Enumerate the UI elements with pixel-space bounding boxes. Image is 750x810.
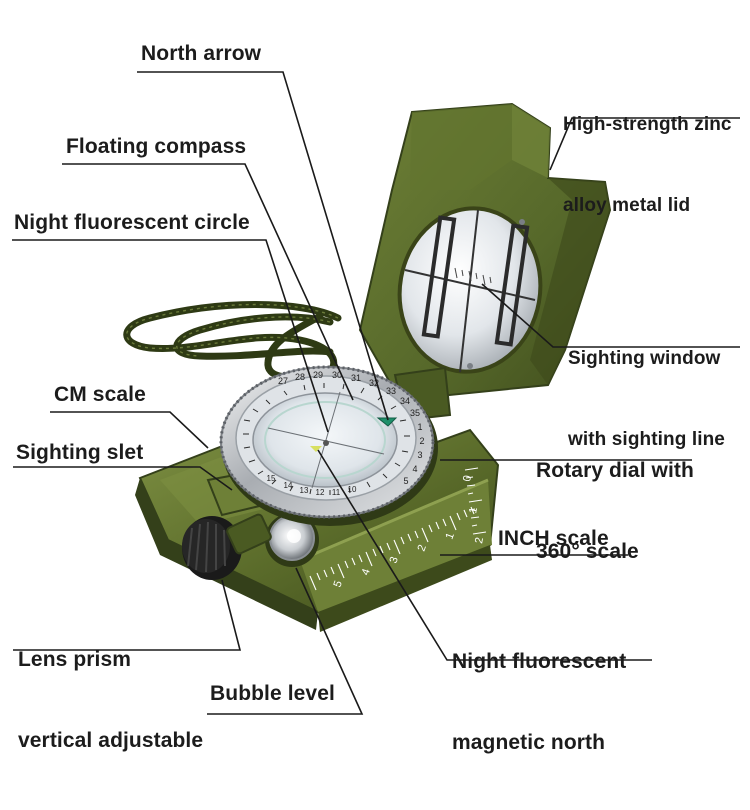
sighting-window xyxy=(397,206,543,374)
label-cm-scale: CM scale xyxy=(54,383,146,406)
label-lens-prism-line2: vertical adjustable xyxy=(18,729,204,752)
label-magnetic-north-line1: Night fluorescent xyxy=(452,650,627,673)
bubble-level xyxy=(265,513,319,567)
leader-night-circle xyxy=(12,239,329,433)
cm-tick-label: 2 xyxy=(416,543,429,553)
magnetic-north-marker xyxy=(310,446,322,452)
degree-label: 4 xyxy=(412,464,417,474)
degree-label: 3 xyxy=(417,450,422,460)
degree-label: 32 xyxy=(369,378,379,388)
label-night-fluorescent-circle: Night fluorescent circle xyxy=(14,211,250,234)
inch-tick-label: 1 xyxy=(467,506,480,514)
degree-label: 5 xyxy=(403,476,408,486)
leader-cm-scale xyxy=(50,411,209,449)
compass-svg: 5 4 3 2 1 0 1 2 xyxy=(12,71,740,715)
leader-lines xyxy=(12,71,740,715)
label-metal-lid-line2: alloy metal lid xyxy=(563,195,691,216)
leader-sighting-slet xyxy=(13,466,233,491)
label-rotary-dial-line2: 360° scale xyxy=(536,540,639,563)
inner-label: 11 xyxy=(332,488,341,497)
label-inch-scale: INCH scale xyxy=(498,527,609,550)
label-sighting-window-line2: with sighting line xyxy=(568,429,725,450)
inner-label: 10 xyxy=(348,485,357,494)
label-magnetic-north: Night fluorescent magnetic north xyxy=(452,594,626,810)
degree-label: 28 xyxy=(295,372,305,382)
inch-tick-label: 2 xyxy=(473,536,486,544)
leader-lid xyxy=(549,117,740,171)
leader-north-arrow xyxy=(137,71,389,421)
degree-label: 27 xyxy=(278,376,288,386)
label-magnetic-north-line2: magnetic north xyxy=(452,731,606,754)
label-sighting-window: Sighting window with sighting line xyxy=(568,291,725,507)
label-metal-lid-line1: High-strength zinc xyxy=(563,114,732,135)
bezel-minor-ticks xyxy=(243,383,410,495)
label-sighting-slet: Sighting slet xyxy=(16,441,144,464)
degree-label: 29 xyxy=(313,370,323,380)
cm-ruler-ticks xyxy=(309,506,475,591)
inch-ruler-labels: 0 1 2 xyxy=(461,474,486,544)
inner-label: 14 xyxy=(284,481,293,490)
leader-bubble-level xyxy=(207,567,364,715)
inner-label: 12 xyxy=(316,488,325,497)
degree-label: 1 xyxy=(417,422,422,432)
rotary-dial: 27 28 29 30 31 32 33 34 35 1 2 3 4 5 14 … xyxy=(219,365,438,526)
leader-floating-compass xyxy=(62,163,354,401)
cm-tick-label: 4 xyxy=(360,567,373,577)
cm-ruler-labels: 5 4 3 2 1 xyxy=(332,531,457,589)
degree-label: 33 xyxy=(386,386,396,396)
label-metal-lid: High-strength zinc alloy metal lid xyxy=(563,57,732,273)
label-lens-prism-line1: Lens prism xyxy=(18,648,132,671)
degree-label: 35 xyxy=(410,408,420,418)
cm-tick-label: 3 xyxy=(388,555,401,565)
inner-label: 13 xyxy=(300,486,309,495)
compass-illustration: 5 4 3 2 1 0 1 2 xyxy=(12,42,740,754)
degree-label: 34 xyxy=(400,396,410,406)
leader-lens-prism xyxy=(13,579,242,651)
leader-magnetic-north xyxy=(317,449,652,661)
label-rotary-dial-line1: Rotary dial with xyxy=(536,459,694,482)
degree-scale-labels: 27 28 29 30 31 32 33 34 35 1 2 3 4 5 xyxy=(278,370,425,486)
inch-tick-label: 0 xyxy=(461,474,474,482)
degree-label: 30 xyxy=(332,370,342,380)
label-lens-prism: Lens prism vertical adjustable xyxy=(18,592,203,808)
night-fluorescent-ring xyxy=(264,401,386,479)
degree-label: 31 xyxy=(351,373,361,383)
degree-label: 2 xyxy=(419,436,424,446)
label-north-arrow: North arrow xyxy=(141,42,262,65)
label-sighting-window-line1: Sighting window xyxy=(568,348,721,369)
label-floating-compass: Floating compass xyxy=(66,135,247,158)
inner-label: 15 xyxy=(267,474,276,483)
cm-tick-label: 5 xyxy=(332,579,345,589)
leader-sighting-window xyxy=(481,283,740,348)
lens-prism-knob xyxy=(182,513,272,580)
label-rotary-dial: Rotary dial with 360° scale xyxy=(536,403,694,619)
label-bubble-level: Bubble level xyxy=(210,682,335,705)
inner-scale-labels: 14 15 13 12 11 10 xyxy=(267,474,357,497)
lanyard-texture xyxy=(126,303,339,357)
cm-tick-label: 1 xyxy=(444,531,457,541)
inch-ruler-ticks xyxy=(464,467,487,535)
